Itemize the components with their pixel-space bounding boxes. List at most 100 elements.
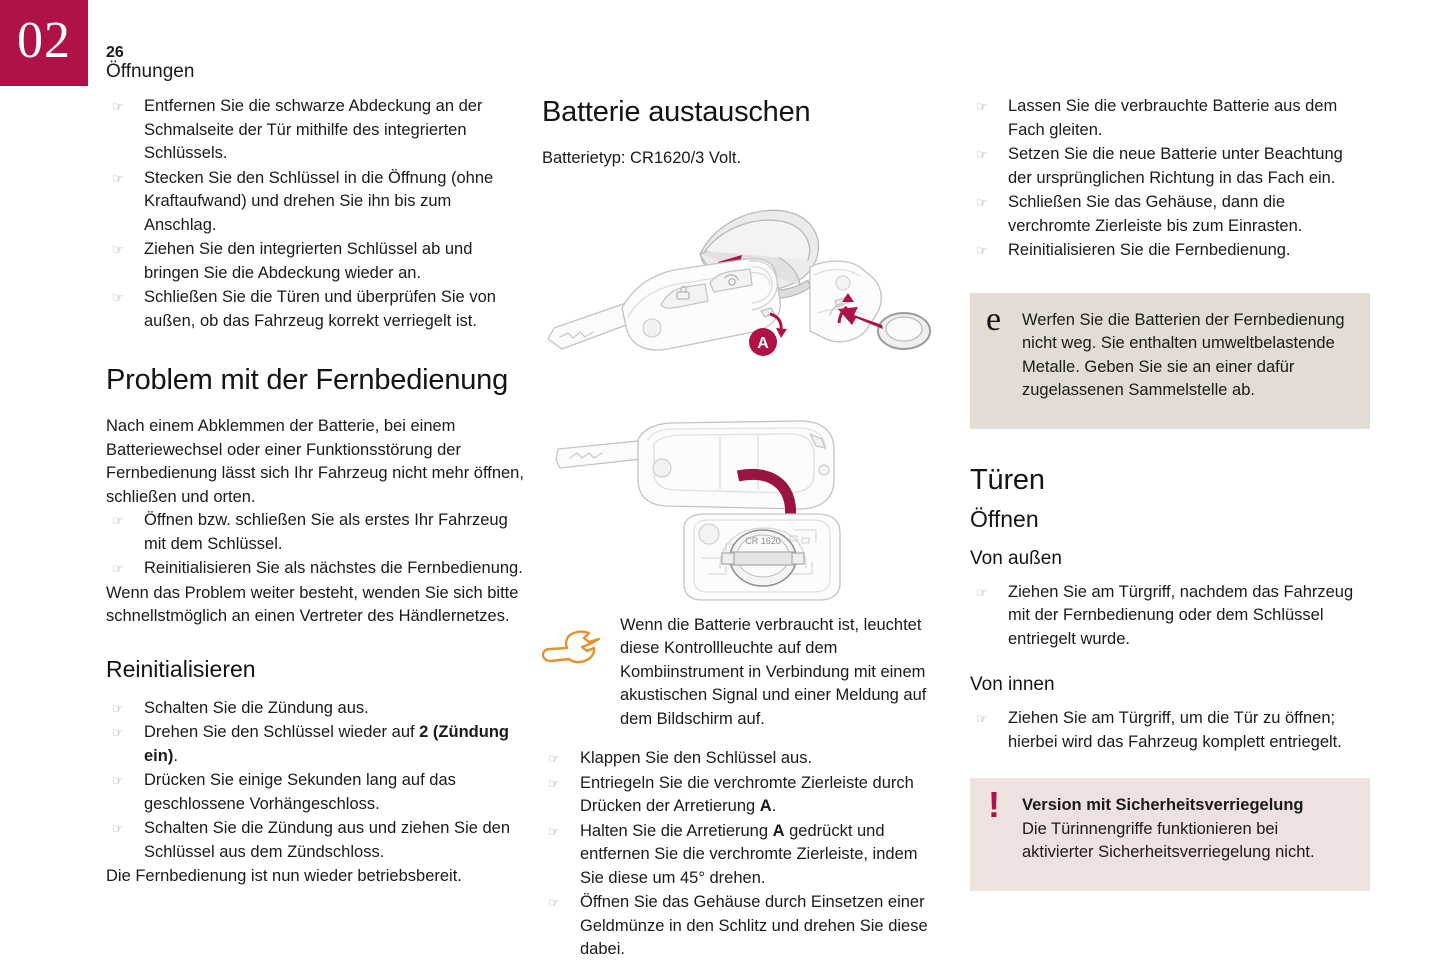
callout-badge-a (749, 327, 777, 356)
list-item: ☞ Entfernen Sie die schwarze Abdeckung an… (106, 95, 526, 166)
list-item-text: Reinitialisieren Sie die Fernbedienung. (1008, 241, 1291, 259)
list-item-text-post: gedrückt und entfernen Sie die verchromt… (580, 821, 918, 887)
heading-batterie-austauschen: Batterie austauschen (542, 96, 811, 128)
figure-key-trim-removal: A (547, 209, 931, 356)
hand-pointer-icon: ☞ (112, 774, 124, 789)
hand-pointer-icon: ☞ (976, 148, 988, 163)
hand-pointer-icon: ☞ (112, 171, 124, 187)
hand-pointer-icon: ☞ (548, 824, 560, 840)
middle-column: Batterie austauschen Batterietyp: CR1620… (541, 95, 942, 964)
list-item: ☞ Lassen Sie die verbrauchte Batterie aus… (970, 95, 1370, 142)
hand-pointer-icon: ☞ (112, 100, 124, 115)
list-item-text: Drücken Sie einige Sekunden lang auf das… (144, 771, 456, 813)
list-item-text: Schalten Sie die Zündung aus. (144, 698, 369, 717)
list-item-text-bold: A (772, 821, 785, 840)
list-item-text-post: . (173, 746, 178, 765)
warning-note-title: Version mit Sicherheitsverriegelung (1022, 796, 1304, 814)
list-item: ☞ Ziehen Sie am Türgriff, nachdem das Fah… (970, 581, 1370, 652)
list-item: ☞Schließen Sie die Türen und überprüfen … (106, 286, 526, 333)
list-item-text: Reinitialisieren Sie als nächstes die Fe… (144, 559, 523, 577)
hand-pointer-icon: ☞ (976, 196, 988, 211)
right-column: ☞ Lassen Sie die verbrauchte Batterie aus… (970, 95, 1370, 964)
list-item: ☞ Drücken Sie einige Sekunden lang auf da… (106, 769, 526, 816)
problem-instruction-list: ☞ Öffnen bzw. schließen Sie als erstes Ih… (106, 509, 526, 581)
battery-type-text: Batterietyp: CR1620/3 Volt. (542, 149, 742, 167)
list-item: ☞ Ziehen Sie den integrierten Schlüssel a… (106, 238, 526, 285)
list-item: ☞ Öffnen Sie das Gehäuse durch Einsetzen … (542, 891, 942, 962)
left-column: ☞ Entfernen Sie die schwarze Abdeckung an… (106, 95, 526, 964)
heading-von-aussen: Von außen (970, 547, 1062, 569)
heading-reinitialisieren: Reinitialisieren (106, 655, 256, 682)
hand-pointer-icon: ☞ (976, 244, 988, 259)
list-item: ☞ Öffnen bzw. schließen Sie als erstes Ih… (106, 509, 526, 556)
list-item-text-pre: Drehen Sie den Schlüssel wieder auf (144, 723, 420, 741)
list-item-text-post: . (771, 797, 777, 815)
section-title: Öffnungen (106, 61, 195, 82)
list-item-text: Ziehen Sie am Türgriff, nachdem das Fahr… (1008, 582, 1354, 648)
figure-key-battery-compartment: CR 1620 (555, 419, 841, 601)
battery-label: CR 1620 (745, 536, 781, 546)
environment-e-icon: e (986, 300, 1002, 338)
list-item-text: Lassen Sie die verbrauchte Batterie aus … (1008, 97, 1338, 139)
battery-cell: CR 1620 (721, 528, 805, 587)
list-item: ☞ Halten Sie die Arretierung A gedrückt u… (542, 820, 942, 891)
heading-problem-remote: Problem mit der Fernbedienung (106, 364, 509, 396)
hand-pointer-icon: ☞ (112, 243, 124, 258)
problem-outro-text: Wenn das Problem weiter besteht, wenden … (106, 583, 519, 626)
list-item-text: Schalten Sie die Zündung aus und ziehen … (144, 819, 511, 861)
list-item-text-pre: Entriegeln Sie die verchromte Zierleiste… (580, 773, 914, 816)
wrench-warning-text: Wenn die Batterie verbraucht ist, leucht… (620, 615, 927, 728)
list-item: ☞Klappen Sie den Schlüssel aus. (542, 747, 942, 771)
hand-pointer-icon: ☞ (548, 896, 560, 911)
hand-pointer-icon: ☞ (976, 100, 988, 115)
right-top-instruction-list: ☞ Lassen Sie die verbrauchte Batterie aus… (970, 95, 1370, 263)
hand-pointer-icon: ☞ (112, 822, 124, 837)
list-item-text-bold: 2 (Zündung ein) (144, 723, 509, 765)
environment-note-text: Werfen Sie die Batterien der Fernbedienu… (1022, 310, 1345, 400)
list-item: ☞ Reinitialisieren Sie als nächstes die F… (106, 557, 526, 581)
middle-step-list: ☞Klappen Sie den Schlüssel aus. ☞ Entrieg… (542, 747, 942, 962)
hand-pointer-icon: ☞ (976, 585, 988, 601)
page-header: 26 Öffnungen (106, 44, 194, 83)
chapter-number: 02 (17, 12, 71, 69)
outside-instruction-list: ☞ Ziehen Sie am Türgriff, nachdem das Fah… (970, 581, 1370, 652)
list-item-text: Setzen Sie die neue Batterie unter Beach… (1008, 145, 1343, 187)
list-item: ☞ Drehen Sie den Schlüssel wieder auf 2 (… (106, 721, 526, 768)
list-item: ☞ Schalten Sie die Zündung aus und ziehen… (106, 817, 526, 864)
list-item: ☞ Stecken Sie den Schlüssel in die Öffnun… (106, 167, 526, 238)
page-columns: ☞ Entfernen Sie die schwarze Abdeckung an… (0, 95, 1445, 964)
warning-note-box: ! Version mit Sicherheitsverriegelung Di… (970, 778, 1370, 891)
list-item-text: Öffnen bzw. schließen Sie als erstes Ihr… (144, 511, 508, 553)
wrench-icon (541, 629, 601, 663)
list-item-text-pre: Halten Sie die Arretierung (580, 821, 773, 840)
list-item: ☞Schließen Sie das Gehäuse, dann die ver… (970, 191, 1370, 238)
exclamation-icon: ! (988, 784, 1000, 825)
list-item-text: Ziehen Sie am Türgriff, um die Tür zu öf… (1008, 709, 1342, 751)
hand-pointer-icon: ☞ (112, 701, 124, 717)
left-top-instruction-list: ☞ Entfernen Sie die schwarze Abdeckung an… (106, 95, 526, 333)
hand-pointer-icon: ☞ (112, 726, 124, 741)
wrench-warning-block: Wenn die Batterie verbraucht ist, leucht… (541, 614, 942, 732)
list-item: ☞ Setzen Sie die neue Batterie unter Beac… (970, 143, 1370, 190)
hand-pointer-icon: ☞ (548, 752, 560, 767)
wrench-icon-wrap (541, 614, 620, 669)
list-item-text: Öffnen Sie das Gehäuse durch Einsetzen e… (580, 893, 928, 958)
page-number: 26 (106, 44, 124, 61)
list-item-text: Schließen Sie die Türen und überprüfen S… (144, 288, 496, 330)
hand-pointer-icon: ☞ (548, 776, 560, 792)
list-item-text-bold: A (759, 797, 772, 815)
hand-pointer-icon: ☞ (112, 514, 124, 529)
list-item-text: Entfernen Sie die schwarze Abdeckung an … (144, 97, 483, 162)
reinit-outro-text: Die Fernbedienung ist nun wieder betrieb… (106, 867, 462, 885)
list-item: ☞ Entriegeln Sie die verchromte Zierleist… (542, 772, 942, 819)
warning-note-text: Die Türinnengriffe funktionieren bei akt… (1022, 819, 1315, 862)
list-item-text: Ziehen Sie den integrierten Schlüssel ab… (144, 240, 473, 282)
list-item-text: Stecken Sie den Schlüssel in die Öffnung… (144, 168, 494, 234)
hand-pointer-icon: ☞ (976, 712, 988, 727)
environment-note-box: e Werfen Sie die Batterien der Fernbedie… (970, 292, 1370, 429)
heading-oeffnen: Öffnen (970, 505, 1039, 532)
heading-tueren: Türen (970, 463, 1045, 496)
list-item: ☞ Reinitialisieren Sie die Fernbedienung. (970, 239, 1370, 263)
chapter-tab: 02 (0, 0, 88, 86)
hand-pointer-icon: ☞ (112, 562, 124, 577)
